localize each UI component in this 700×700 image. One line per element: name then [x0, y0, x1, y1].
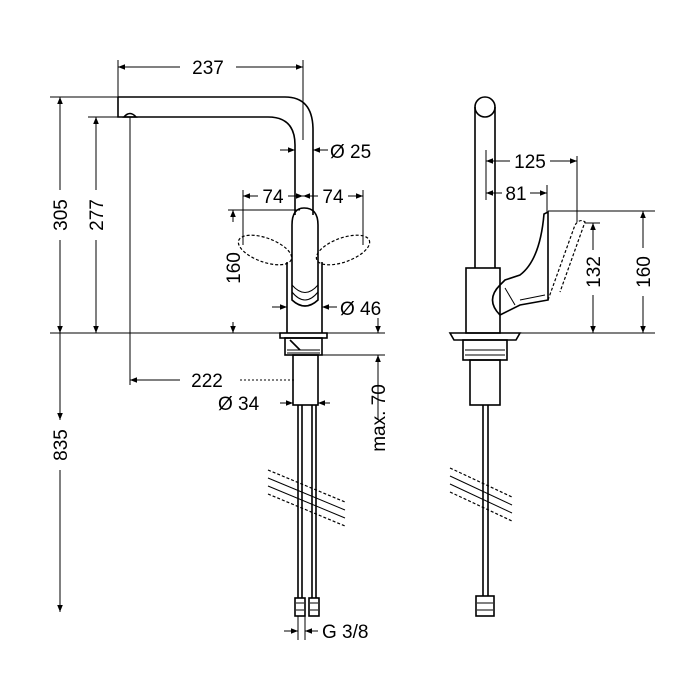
- dim-shank-diameter: Ø 34: [218, 394, 260, 415]
- break-lines-front: [267, 469, 346, 527]
- front-view: 237 305 277 835 222 Ø 25 74 74 160 Ø 46 …: [50, 58, 390, 643]
- dim-lever-swing-right: 74: [322, 187, 344, 208]
- dim-body-diameter: Ø 46: [340, 299, 381, 320]
- dim-spout-length: 237: [192, 58, 224, 79]
- dim-hose-length: 835: [51, 429, 72, 461]
- dim-total-height: 305: [51, 199, 72, 231]
- lever-swing-dashed: [237, 234, 371, 266]
- dim-lever-reach-closed: 81: [505, 184, 526, 205]
- dim-lever-reach-open: 125: [514, 152, 546, 173]
- dim-spout-reach: 222: [191, 371, 223, 392]
- break-lines-side: [449, 467, 513, 522]
- dim-lever-swing-left: 74: [262, 187, 284, 208]
- dim-connection-thread: G 3/8: [322, 622, 368, 643]
- dim-lever-height: 160: [224, 252, 245, 284]
- faucet-side-outline: [448, 96, 586, 617]
- dim-lever-height-closed: 160: [634, 256, 655, 288]
- dim-spout-height: 277: [87, 199, 108, 231]
- side-view: 125 81 132 160: [448, 96, 655, 617]
- dim-max-counter-thickness: max. 70: [369, 384, 390, 452]
- dim-spout-diameter: Ø 25: [330, 142, 371, 163]
- faucet-front-outline: [117, 96, 328, 617]
- dim-lever-height-open: 132: [584, 256, 605, 288]
